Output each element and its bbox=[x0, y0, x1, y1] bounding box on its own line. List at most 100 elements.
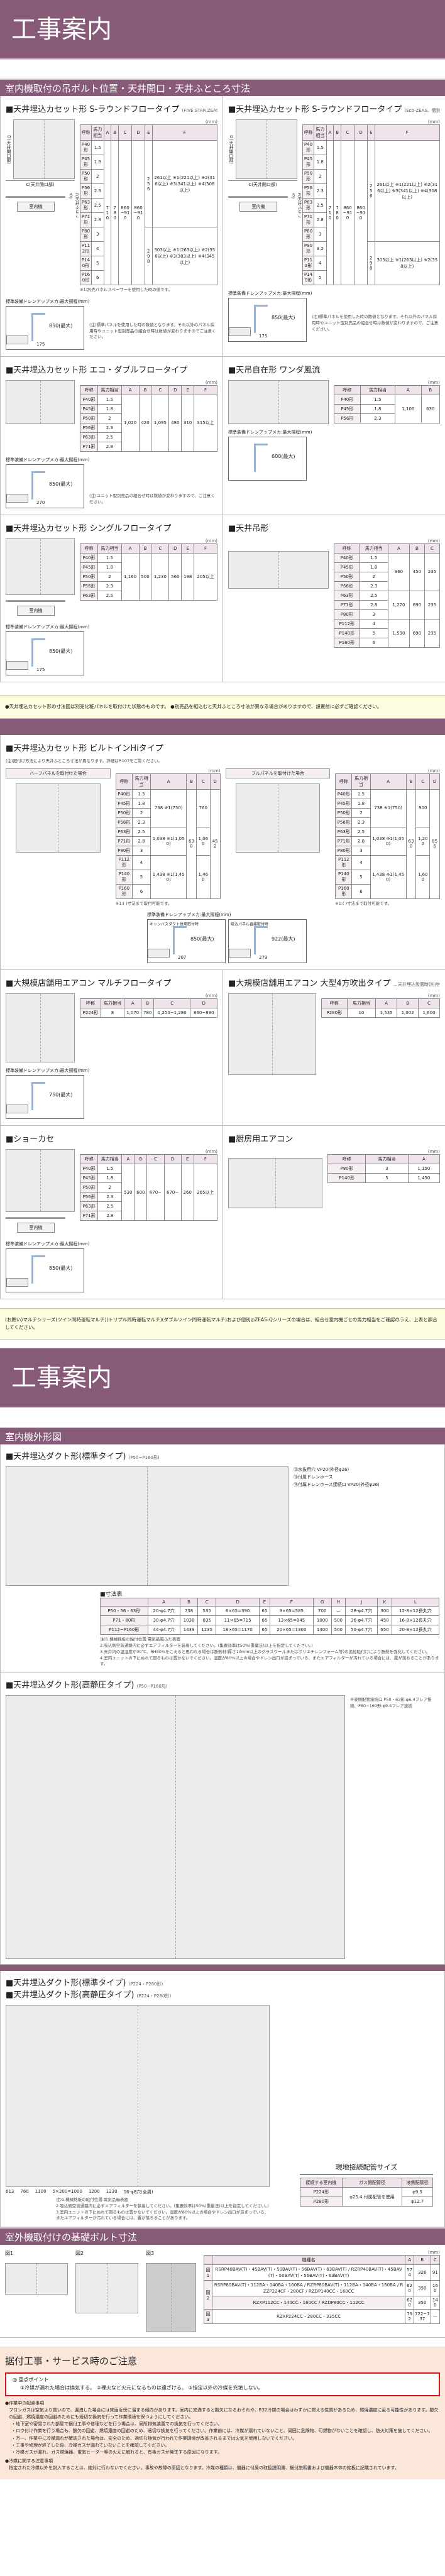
caution-title: 据付工事・サービス時のご注意 bbox=[5, 2355, 138, 2367]
column-header: E bbox=[181, 385, 195, 395]
column-header: B bbox=[397, 998, 419, 1009]
column-header: 呼称 bbox=[79, 543, 99, 554]
table-cell: 530 bbox=[121, 1164, 135, 1221]
table-cell: 1,002 bbox=[397, 1008, 419, 1018]
table-cell: P140形 bbox=[80, 256, 92, 271]
table-cell: 160 bbox=[430, 2280, 441, 2296]
table-cell: 1,600 bbox=[415, 854, 431, 899]
table-cell: P71形 bbox=[80, 212, 92, 227]
table-cell: 4 bbox=[131, 854, 151, 870]
top-view-diagram bbox=[13, 119, 75, 179]
table-cell: P71・80形 bbox=[100, 1615, 148, 1626]
table-cell: 2 bbox=[131, 807, 151, 818]
table-cell: P112形 bbox=[115, 854, 133, 870]
table-cell: 1.8 bbox=[131, 798, 151, 809]
table-cell: 1.8 bbox=[359, 562, 389, 572]
table-cell: 4 bbox=[91, 241, 104, 256]
table-cell: 310 bbox=[181, 394, 195, 452]
table-cell: P224形 bbox=[300, 2187, 343, 2197]
table-cell: 900 bbox=[415, 789, 431, 827]
column-header: 呼称 bbox=[79, 385, 99, 395]
table-cell: 2.8 bbox=[91, 212, 104, 227]
table-cell: 2.5 bbox=[131, 826, 151, 837]
table-cell: P40形 bbox=[335, 789, 353, 799]
duct-large-diagram bbox=[6, 2005, 270, 2187]
table-cell: P45形 bbox=[334, 562, 360, 572]
table-cell: 5 bbox=[131, 869, 151, 885]
table-cell: 1,450 bbox=[407, 1173, 441, 1184]
table-cell: 44-φ4.7穴 bbox=[147, 1625, 180, 1635]
column-header: E bbox=[180, 1154, 194, 1165]
table-cell: 303以上 ※1(263以上) ※2(358以上) ※3(383以上) ※4(3… bbox=[151, 227, 218, 285]
table-cell: P112~P160形 bbox=[100, 1625, 148, 1635]
column-header: A bbox=[103, 124, 112, 141]
table-cell: P50形 bbox=[79, 413, 99, 423]
top-view-diagram bbox=[6, 379, 75, 424]
table-cell: 2 bbox=[97, 413, 122, 423]
table-cell: 235 bbox=[424, 552, 441, 591]
table-cell: 6 bbox=[91, 270, 104, 285]
table-cell: P63形 bbox=[80, 198, 92, 213]
table-cell: P63形 bbox=[79, 590, 99, 601]
table-cell: 315以上 bbox=[194, 394, 217, 452]
section-bar-bolt: 室外機取付けの基礎ボルト寸法 bbox=[0, 2227, 445, 2245]
table-cell: P50形 bbox=[80, 169, 92, 184]
f-ceiling-space-label: F(天井ふところ) bbox=[68, 193, 79, 217]
table-cell: 780 bbox=[111, 140, 119, 285]
table-cell: 261以上 ※1(221以上) ※2(316以上) ※3(341以上) ※4(3… bbox=[374, 140, 441, 242]
table-cell: 1,070 bbox=[123, 1008, 142, 1018]
table-cell: P280形 bbox=[300, 2197, 343, 2207]
column-header: 呼称 bbox=[80, 998, 101, 1009]
table-cell: P224形 bbox=[80, 1008, 101, 1018]
notice-multi: (お願い)マルチシリーズ(ツイン同時運転マルチ)(トリプル同時運転マルチ)(ダブ… bbox=[0, 1308, 445, 1340]
table-cell: 690 bbox=[409, 590, 425, 619]
table-cell: 1,038 ※1(1,050) bbox=[370, 826, 407, 856]
drain-diagram: 850(最大) bbox=[6, 1248, 84, 1293]
table-note: ※1:( )寸法まで取付可能です。 bbox=[335, 900, 392, 906]
table-cell: 5 bbox=[359, 628, 389, 638]
table-cell: 450 bbox=[377, 1615, 392, 1626]
table-cell: P56形 bbox=[115, 817, 133, 827]
table-cell: 265以上 bbox=[193, 1164, 218, 1221]
table-cell: 303以上 ※1(263以上) ※2(358以上) bbox=[374, 241, 441, 285]
table-cell: P56形 bbox=[79, 581, 99, 591]
table-cell: 1,460 bbox=[195, 854, 211, 899]
table-cell: 260 bbox=[180, 1164, 194, 1221]
column-header: C bbox=[118, 124, 133, 141]
c-opening-label: C(天井開口部) bbox=[6, 180, 75, 188]
column-header: A bbox=[388, 543, 410, 554]
table-cell: P280形 bbox=[321, 1008, 348, 1018]
table-cell: 2.5 bbox=[91, 198, 104, 213]
side-view-diagram: 室内機 bbox=[6, 1217, 65, 1236]
unit-label: (mm) bbox=[205, 538, 217, 543]
unit-label: (mm) bbox=[208, 768, 221, 773]
table-cell: 3 bbox=[351, 845, 371, 856]
table-cell: 960 bbox=[388, 552, 410, 591]
table-cell: 5 bbox=[365, 1173, 409, 1184]
duct-high-static-diagram bbox=[6, 1695, 345, 1959]
table-cell: φ25.4 付属配管を使用 bbox=[341, 2187, 403, 2207]
column-header bbox=[100, 1598, 148, 1607]
column-header: A bbox=[395, 385, 422, 395]
table-cell: P45形 bbox=[79, 1173, 99, 1184]
column-header: A bbox=[121, 385, 140, 395]
